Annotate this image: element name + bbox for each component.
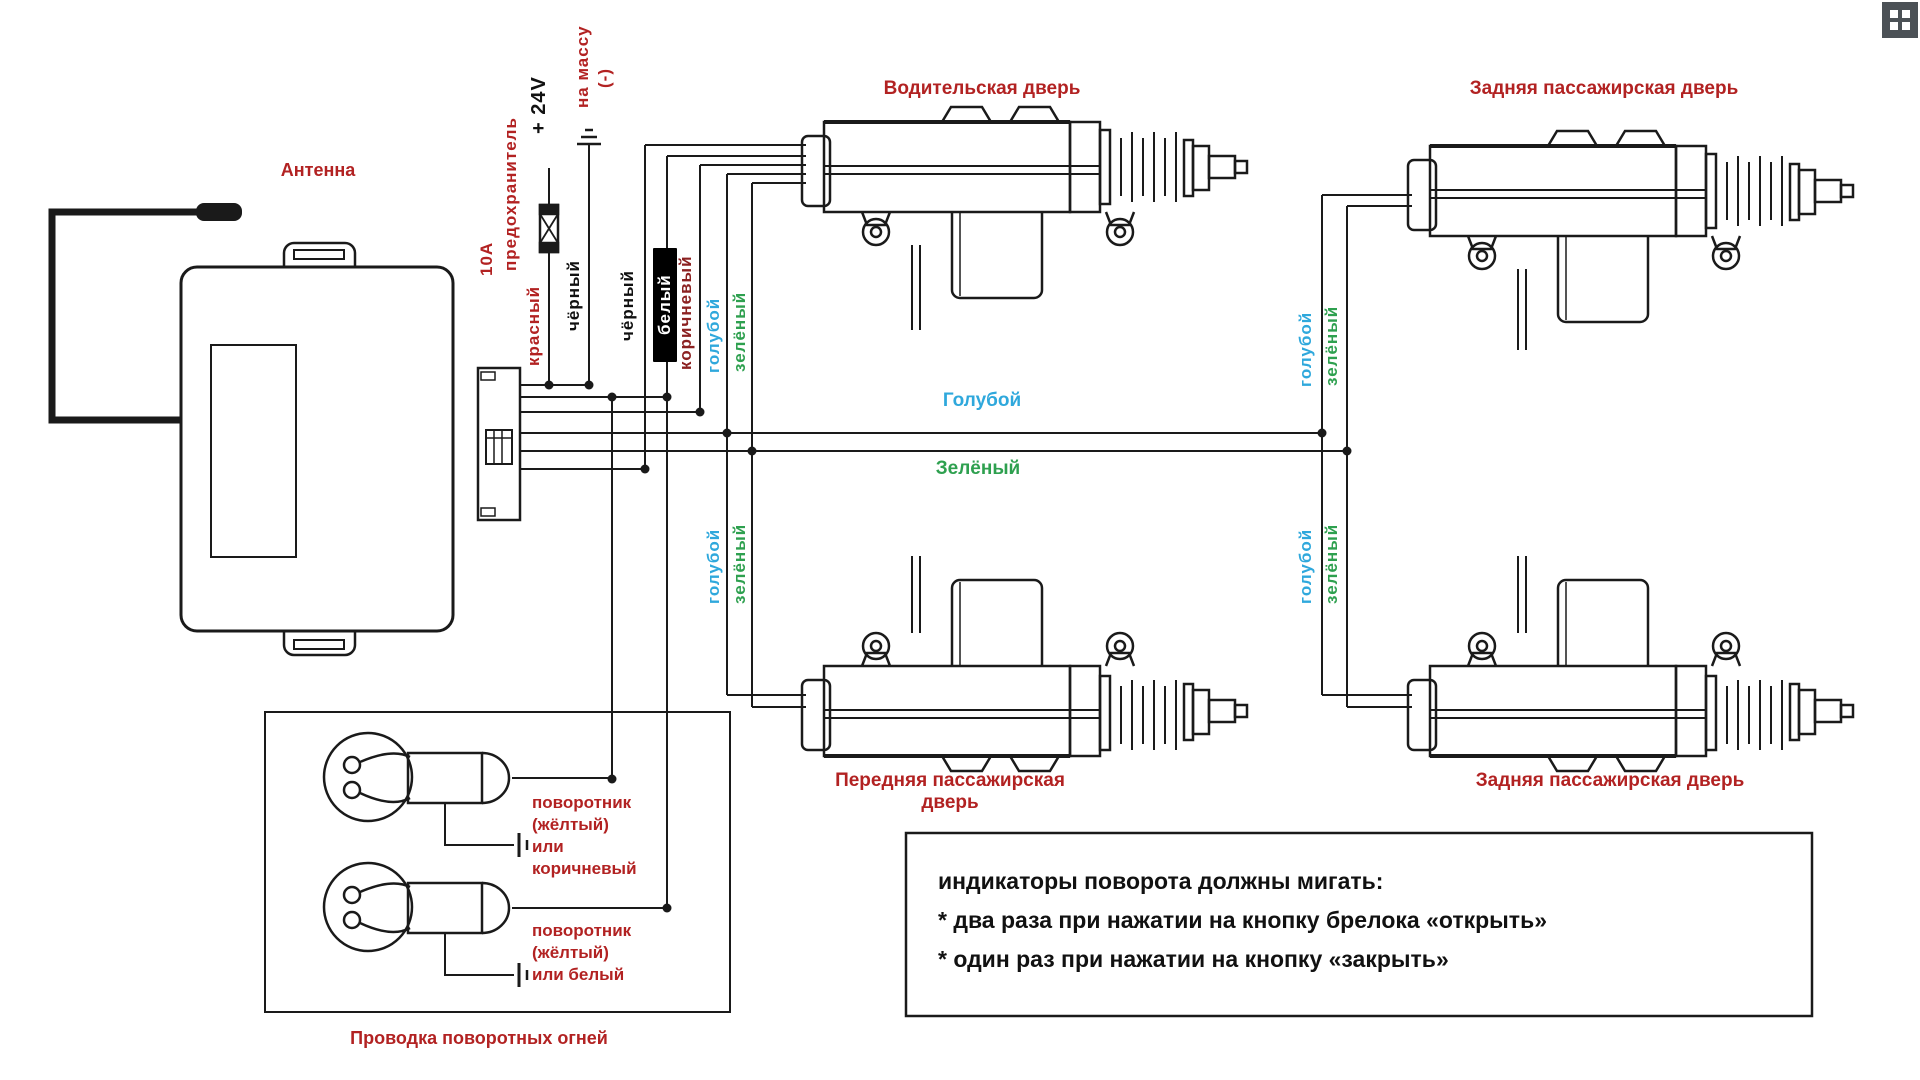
actuator-rear-door-bottom — [1406, 556, 1855, 773]
wire-label-white: белый — [653, 248, 677, 362]
turn-signal-bulb-2 — [322, 861, 529, 987]
wire-label-green-mid-upper: зелёный — [730, 291, 749, 373]
wire-label-black-1: чёрный — [564, 260, 583, 332]
ground-symbol-top — [577, 128, 601, 146]
info-line-1: индикаторы поворота должны мигать: — [938, 868, 1384, 894]
info-box-border — [904, 831, 1814, 1018]
actuator-driver-door — [800, 105, 1249, 330]
info-line-2: * два раза при нажатии на кнопку брелока… — [938, 907, 1547, 933]
bulb-2-label: поворотник (жёлтый) или белый — [532, 921, 632, 984]
bulb-1-label: поворотник (жёлтый) или коричневый — [532, 793, 637, 878]
turn-signal-box — [264, 711, 731, 1013]
rear-door-top-label: Задняя пассажирская дверь — [1469, 78, 1739, 99]
rear-door-bottom-label: Задняя пассажирская дверь — [1475, 770, 1745, 791]
plus-24v-label: + 24V — [528, 76, 550, 134]
control-unit — [179, 265, 455, 633]
turn-signal-bulb-1 — [322, 731, 529, 857]
front-passenger-door-label: Передняя пассажирская дверь — [835, 770, 1065, 813]
wires — [444, 144, 1412, 976]
info-box-text: индикаторы поворота должны мигать: * два… — [938, 862, 1547, 979]
wire-label-blue-right-upper: голубой — [1296, 311, 1315, 387]
actuator-front-passenger-door — [800, 556, 1249, 773]
connector — [476, 366, 522, 522]
antenna-tip — [196, 203, 242, 221]
actuator-rear-door-top — [1406, 129, 1855, 350]
antenna-wire — [48, 208, 240, 424]
wire-label-blue-mid-upper: голубой — [704, 297, 723, 373]
driver-door-label: Водительская дверь — [883, 78, 1081, 99]
info-line-3: * один раз при нажатии на кнопку «закрыт… — [938, 946, 1449, 972]
control-unit-top-tab — [282, 241, 357, 267]
wire-label-green-mid-lower: зелёный — [730, 523, 749, 605]
turn-box-caption: Проводка поворотных огней — [350, 1028, 608, 1048]
wire-label-black-2: чёрный — [618, 270, 637, 342]
wire-label-green-right-upper: зелёный — [1322, 305, 1341, 387]
fuse-symbol — [538, 203, 560, 254]
fullscreen-icon[interactable] — [1882, 2, 1918, 38]
wire-label-green-right-lower: зелёный — [1322, 523, 1341, 605]
blue-bus-label: Голубой — [942, 390, 1022, 411]
wire-label-red: красный — [524, 285, 543, 367]
ground-sign-label: (-) — [595, 68, 614, 88]
green-bus-label: Зелёный — [935, 458, 1021, 479]
wire-label-brown: коричневый — [676, 255, 695, 371]
fuse-rating-label: 10А — [477, 241, 496, 277]
control-unit-bottom-tab — [282, 631, 357, 657]
fuse-word-label: предохранитель — [501, 117, 520, 271]
junction-dots — [544, 380, 1352, 913]
ground-label: на массу — [573, 25, 592, 109]
wire-label-blue-mid-lower: голубой — [704, 528, 723, 604]
antenna-label: Антенна — [280, 160, 356, 180]
wire-label-blue-right-lower: голубой — [1296, 528, 1315, 604]
control-unit-label-window — [210, 344, 297, 558]
